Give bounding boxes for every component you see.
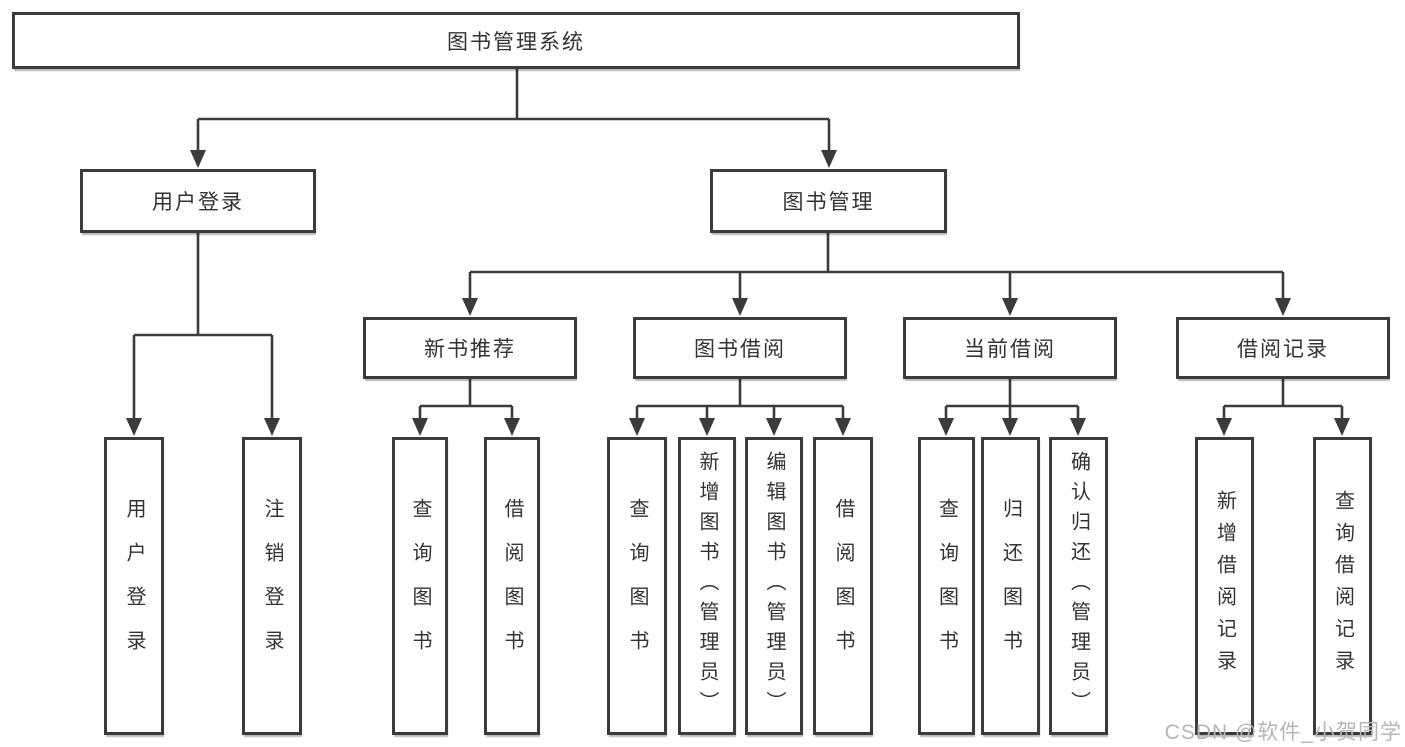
leaf-label: 确认归还（管理员）: [1067, 451, 1090, 721]
leaf-label: 编辑图书（管理员）: [763, 451, 785, 721]
leaf-add-borrow-record: 新增借阅记录: [1195, 437, 1254, 735]
node-label: 图书管理系统: [447, 30, 585, 54]
node-label: 图书借阅: [694, 338, 786, 361]
leaf-confirm-return-admin: 确认归还（管理员）: [1049, 437, 1108, 735]
leaf-label: 查询借阅记录: [1331, 490, 1354, 682]
leaf-label: 查询图书: [409, 498, 431, 674]
leaf-label: 借阅图书: [501, 498, 523, 674]
node-book-management: 图书管理: [710, 169, 947, 233]
node-label: 借阅记录: [1237, 338, 1329, 361]
leaf-edit-book-admin: 编辑图书（管理员）: [745, 437, 803, 735]
leaf-label: 注销登录: [261, 498, 283, 674]
leaf-query-book-borrow: 查询图书: [607, 437, 667, 735]
leaf-label: 查询图书: [626, 498, 648, 674]
leaf-label: 用户登录: [123, 498, 145, 674]
leaf-user-login: 用户登录: [104, 437, 164, 735]
leaf-borrow-book: 借阅图书: [813, 437, 873, 735]
leaf-query-book-recommend: 查询图书: [392, 437, 448, 735]
node-borrow-record: 借阅记录: [1176, 317, 1390, 379]
leaf-return-book: 归还图书: [981, 437, 1040, 735]
node-label: 用户登录: [152, 191, 244, 214]
leaf-label: 查询图书: [935, 498, 958, 674]
leaf-label: 借阅图书: [832, 498, 854, 674]
node-user-login: 用户登录: [80, 169, 316, 233]
node-new-book-recommend: 新书推荐: [363, 317, 577, 379]
node-label: 新书推荐: [424, 338, 516, 361]
leaf-logout: 注销登录: [242, 437, 302, 735]
leaf-query-book-current: 查询图书: [918, 437, 975, 735]
node-label: 当前借阅: [964, 338, 1056, 361]
leaf-query-borrow-record: 查询借阅记录: [1313, 437, 1372, 735]
connector-arrowheads: [126, 150, 1350, 436]
leaf-add-book-admin: 新增图书（管理员）: [678, 437, 736, 735]
leaf-borrow-book-recommend: 借阅图书: [484, 437, 540, 735]
leaf-label: 归还图书: [999, 498, 1022, 674]
node-current-borrow: 当前借阅: [903, 317, 1117, 379]
node-book-borrow: 图书借阅: [633, 317, 847, 379]
leaf-label: 新增图书（管理员）: [696, 451, 718, 721]
leaf-label: 新增借阅记录: [1213, 490, 1236, 682]
node-label: 图书管理: [782, 191, 875, 214]
csdn-watermark: CSDN @软件_小贺同学: [1164, 721, 1402, 744]
node-library-system: 图书管理系统: [12, 12, 1020, 69]
